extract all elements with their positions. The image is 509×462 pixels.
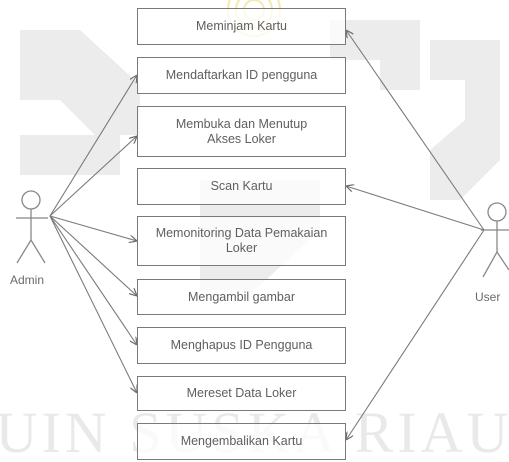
use-case-mendaftarkan-id: Mendaftarkan ID pengguna: [137, 57, 346, 94]
admin-to-uc7-association: [49, 215, 137, 345]
admin-to-uc2-association: [49, 75, 137, 217]
use-case-membuka-menutup-akses: Membuka dan Menutup Akses Loker: [137, 106, 346, 157]
use-case-memonitoring-data: Memonitoring Data Pemakaian Loker: [137, 216, 346, 266]
user-actor-icon: [481, 202, 509, 278]
use-case-label: Scan Kartu: [210, 179, 273, 193]
admin-to-uc6-association: [49, 215, 137, 296]
user-to-uc4-association: [346, 186, 485, 231]
user-actor-label: User: [475, 290, 501, 304]
use-case-mengambil-gambar: Mengambil gambar: [137, 279, 346, 315]
use-case-label: Mendaftarkan ID pengguna: [165, 68, 318, 82]
use-case-label-line-2: Akses Loker: [207, 131, 276, 146]
admin-actor-icon: [16, 190, 48, 264]
use-case-label-line-2: Loker: [225, 241, 258, 255]
use-case-label-line-1: Memonitoring Data Pemakaian: [155, 226, 328, 240]
use-case-label: Meminjam Kartu: [196, 19, 287, 33]
use-case-label: Mereset Data Loker: [186, 386, 297, 400]
use-case-label: Menghapus ID Pengguna: [170, 338, 313, 352]
use-case-label-line-1: Membuka dan Menutup: [175, 116, 308, 131]
use-case-meminjam-kartu: Meminjam Kartu: [137, 8, 346, 45]
use-case-scan-kartu: Scan Kartu: [137, 168, 346, 205]
admin-to-uc5-association: [49, 215, 137, 241]
user-to-uc1-association: [346, 30, 485, 231]
user-to-uc9-association: [346, 229, 485, 440]
use-case-menghapus-id: Menghapus ID Pengguna: [137, 327, 346, 364]
admin-actor-label: Admin: [10, 273, 45, 287]
admin-to-uc3-association: [49, 136, 137, 217]
use-case-label: Mengambil gambar: [188, 289, 295, 304]
use-case-mengembalikan-kartu: Mengembalikan Kartu: [137, 423, 346, 460]
admin-to-uc8-association: [49, 215, 137, 393]
use-case-label: Mengembalikan Kartu: [180, 434, 303, 448]
use-case-mereset-data: Mereset Data Loker: [137, 376, 346, 411]
